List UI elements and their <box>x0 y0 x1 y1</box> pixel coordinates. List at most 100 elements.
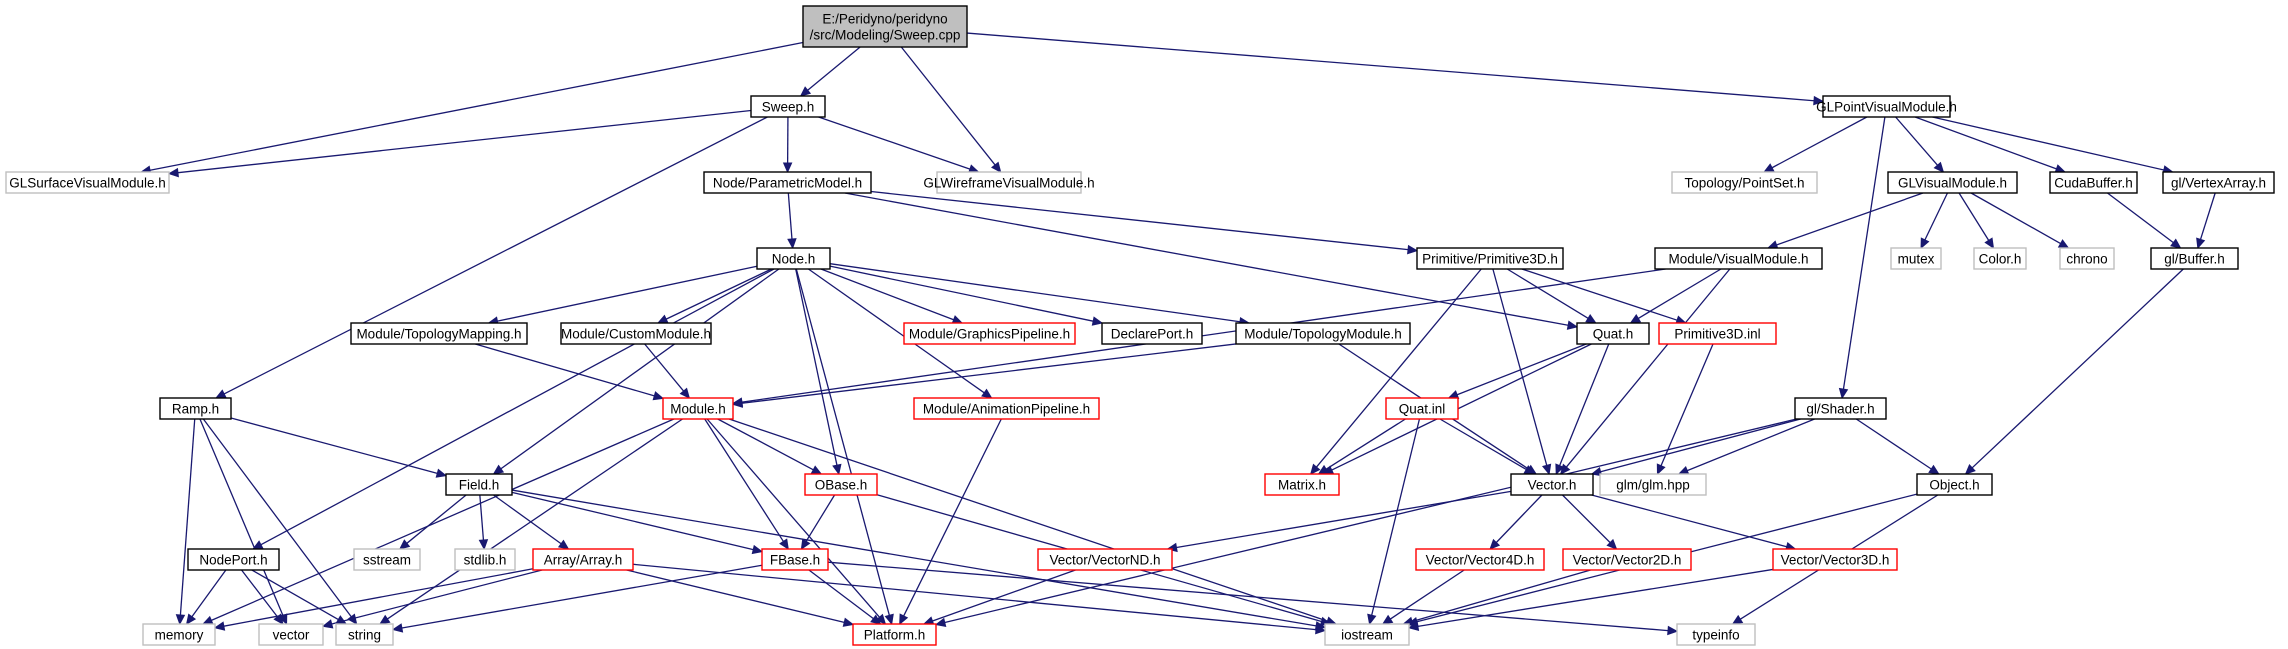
node-glpoint[interactable]: GLPointVisualModule.h <box>1816 95 1957 118</box>
node-string: string <box>335 623 394 646</box>
node-box <box>1415 548 1545 571</box>
arrowhead-modvisual-to-quath <box>1629 314 1642 324</box>
node-label: OBase.h <box>815 478 868 493</box>
node-box <box>1562 548 1692 571</box>
arrowhead-prim3d-to-vectorh <box>1542 463 1552 476</box>
node-box <box>1324 623 1410 646</box>
edge-nodeport-to-string <box>251 569 339 621</box>
edge-animpipe-to-platform <box>903 418 1002 617</box>
edge-ramp-to-memory <box>179 418 196 616</box>
node-glvisual[interactable]: GLVisualModule.h <box>1887 171 2018 194</box>
node-label: GLPointVisualModule.h <box>1816 100 1957 115</box>
edge-glpoint-to-pointset <box>1771 116 1868 169</box>
node-quath[interactable]: Quat.h <box>1576 322 1650 345</box>
node-moduleh[interactable]: Module.h <box>662 397 734 420</box>
node-box <box>804 473 878 496</box>
node-label: glm/glm.hpp <box>1616 478 1690 493</box>
arrowhead-glbuffer-to-objecth <box>1964 464 1976 475</box>
node-fbase[interactable]: FBase.h <box>761 548 829 571</box>
edge-quath-to-vectorh <box>1559 343 1610 466</box>
arrowhead-glshader-to-glmhpp <box>1677 466 1690 475</box>
node-objecth[interactable]: Object.h <box>1916 473 1993 496</box>
edge-fieldh-to-stdlib <box>479 494 485 541</box>
node-nodeport[interactable]: NodePort.h <box>187 548 280 571</box>
edge-glshader-to-platform <box>944 418 1797 624</box>
node-label: Vector.h <box>1528 478 1577 493</box>
node-modvisual[interactable]: Module/VisualModule.h <box>1654 247 1823 270</box>
node-gfxpipe[interactable]: Module/GraphicsPipeline.h <box>903 322 1076 345</box>
edge-vectorh-to-vec4d <box>1495 494 1543 543</box>
arrowhead-glpoint-to-pointset <box>1763 163 1775 173</box>
node-box <box>187 548 280 571</box>
node-iostream: iostream <box>1324 623 1410 646</box>
edge-vec2d-to-iostream <box>1411 569 1591 623</box>
node-glshader[interactable]: gl/Shader.h <box>1794 397 1887 420</box>
edge-fieldh-to-iostream <box>511 489 1317 627</box>
node-topomod[interactable]: Module/TopologyModule.h <box>1235 322 1411 345</box>
node-fieldh[interactable]: Field.h <box>445 473 513 496</box>
node-quatinl[interactable]: Quat.inl <box>1385 397 1459 420</box>
node-root[interactable]: E:/Peridyno/peridyno/src/Modeling/Sweep.… <box>802 5 968 48</box>
node-parametric[interactable]: Node/ParametricModel.h <box>703 171 872 194</box>
node-custommod[interactable]: Module/CustomModule.h <box>560 322 712 345</box>
arrowhead-fieldh-to-sstream <box>398 539 411 550</box>
node-node[interactable]: Node.h <box>756 247 831 270</box>
edge-glpoint-to-glshader <box>1842 116 1886 390</box>
arrowhead-root-to-sweep <box>799 86 812 97</box>
arrowhead-node-to-platform <box>884 613 894 626</box>
node-label: Vector/Vector3D.h <box>1781 553 1890 568</box>
node-box <box>750 95 826 118</box>
node-vectorh[interactable]: Vector.h <box>1510 473 1594 496</box>
node-prim3d[interactable]: Primitive/Primitive3D.h <box>1416 247 1564 270</box>
node-topomap[interactable]: Module/TopologyMapping.h <box>350 322 528 345</box>
node-ramp[interactable]: Ramp.h <box>159 397 232 420</box>
node-vec4d[interactable]: Vector/Vector4D.h <box>1415 548 1545 571</box>
edge-quatinl-to-matrixh <box>1325 418 1406 470</box>
node-vec2d[interactable]: Vector/Vector2D.h <box>1562 548 1692 571</box>
arrowhead-parametric-to-quath <box>1566 320 1579 330</box>
node-box <box>532 548 634 571</box>
node-vecnd[interactable]: Vector/VectorND.h <box>1037 548 1173 571</box>
node-arrayh[interactable]: Array/Array.h <box>532 548 634 571</box>
node-box <box>1235 322 1411 345</box>
arrowhead-vec4d-to-iostream <box>1381 614 1394 625</box>
node-animpipe[interactable]: Module/AnimationPipeline.h <box>913 397 1100 420</box>
node-glbuffer[interactable]: gl/Buffer.h <box>2150 247 2239 270</box>
edge-sweep-to-glwire <box>818 116 971 170</box>
node-label: Module/VisualModule.h <box>1668 252 1808 267</box>
node-box <box>350 322 528 345</box>
node-sweep[interactable]: Sweep.h <box>750 95 826 118</box>
edge-topomap-to-moduleh <box>475 343 655 397</box>
node-label: gl/VertexArray.h <box>2171 176 2266 191</box>
edge-node-to-topomap <box>497 265 758 322</box>
node-cudabuffer[interactable]: CudaBuffer.h <box>2049 171 2138 194</box>
node-vec3d[interactable]: Vector/Vector3D.h <box>1772 548 1898 571</box>
arrowhead-nodeport-to-memory <box>185 613 197 625</box>
node-declport[interactable]: DeclarePort.h <box>1101 322 1203 345</box>
arrowhead-ramp-to-fieldh <box>435 468 448 478</box>
edge-root-to-glpoint <box>966 32 1815 102</box>
node-chrono: chrono <box>2059 247 2115 270</box>
node-prim3dinl[interactable]: Primitive3D.inl <box>1658 322 1777 345</box>
node-label: gl/Buffer.h <box>2164 252 2225 267</box>
edge-fieldh-to-fbase <box>511 491 754 551</box>
node-platform[interactable]: Platform.h <box>852 623 937 646</box>
node-glvertex[interactable]: gl/VertexArray.h <box>2162 171 2275 194</box>
edge-node-to-gfxpipe <box>820 268 954 321</box>
edge-moduleh-to-fbase <box>704 418 784 542</box>
node-colorh: Color.h <box>1973 247 2027 270</box>
node-label: CudaBuffer.h <box>2054 176 2133 191</box>
node-glsurface: GLSurfaceVisualModule.h <box>5 171 170 194</box>
arrowhead-cudabuffer-to-glbuffer <box>2170 238 2182 249</box>
node-matrixh[interactable]: Matrix.h <box>1264 473 1340 496</box>
node-box <box>2049 171 2138 194</box>
node-label: Module/TopologyModule.h <box>1244 327 1402 342</box>
node-label: sstream <box>363 553 411 568</box>
node-sstream: sstream <box>353 548 421 571</box>
node-box <box>1599 473 1707 496</box>
arrowhead-glvisual-to-colorh <box>1984 237 1995 250</box>
node-obase[interactable]: OBase.h <box>804 473 878 496</box>
node-box <box>1416 247 1564 270</box>
edge-parametric-to-quath <box>844 192 1569 326</box>
edge-fieldh-to-arrayh <box>493 494 562 545</box>
